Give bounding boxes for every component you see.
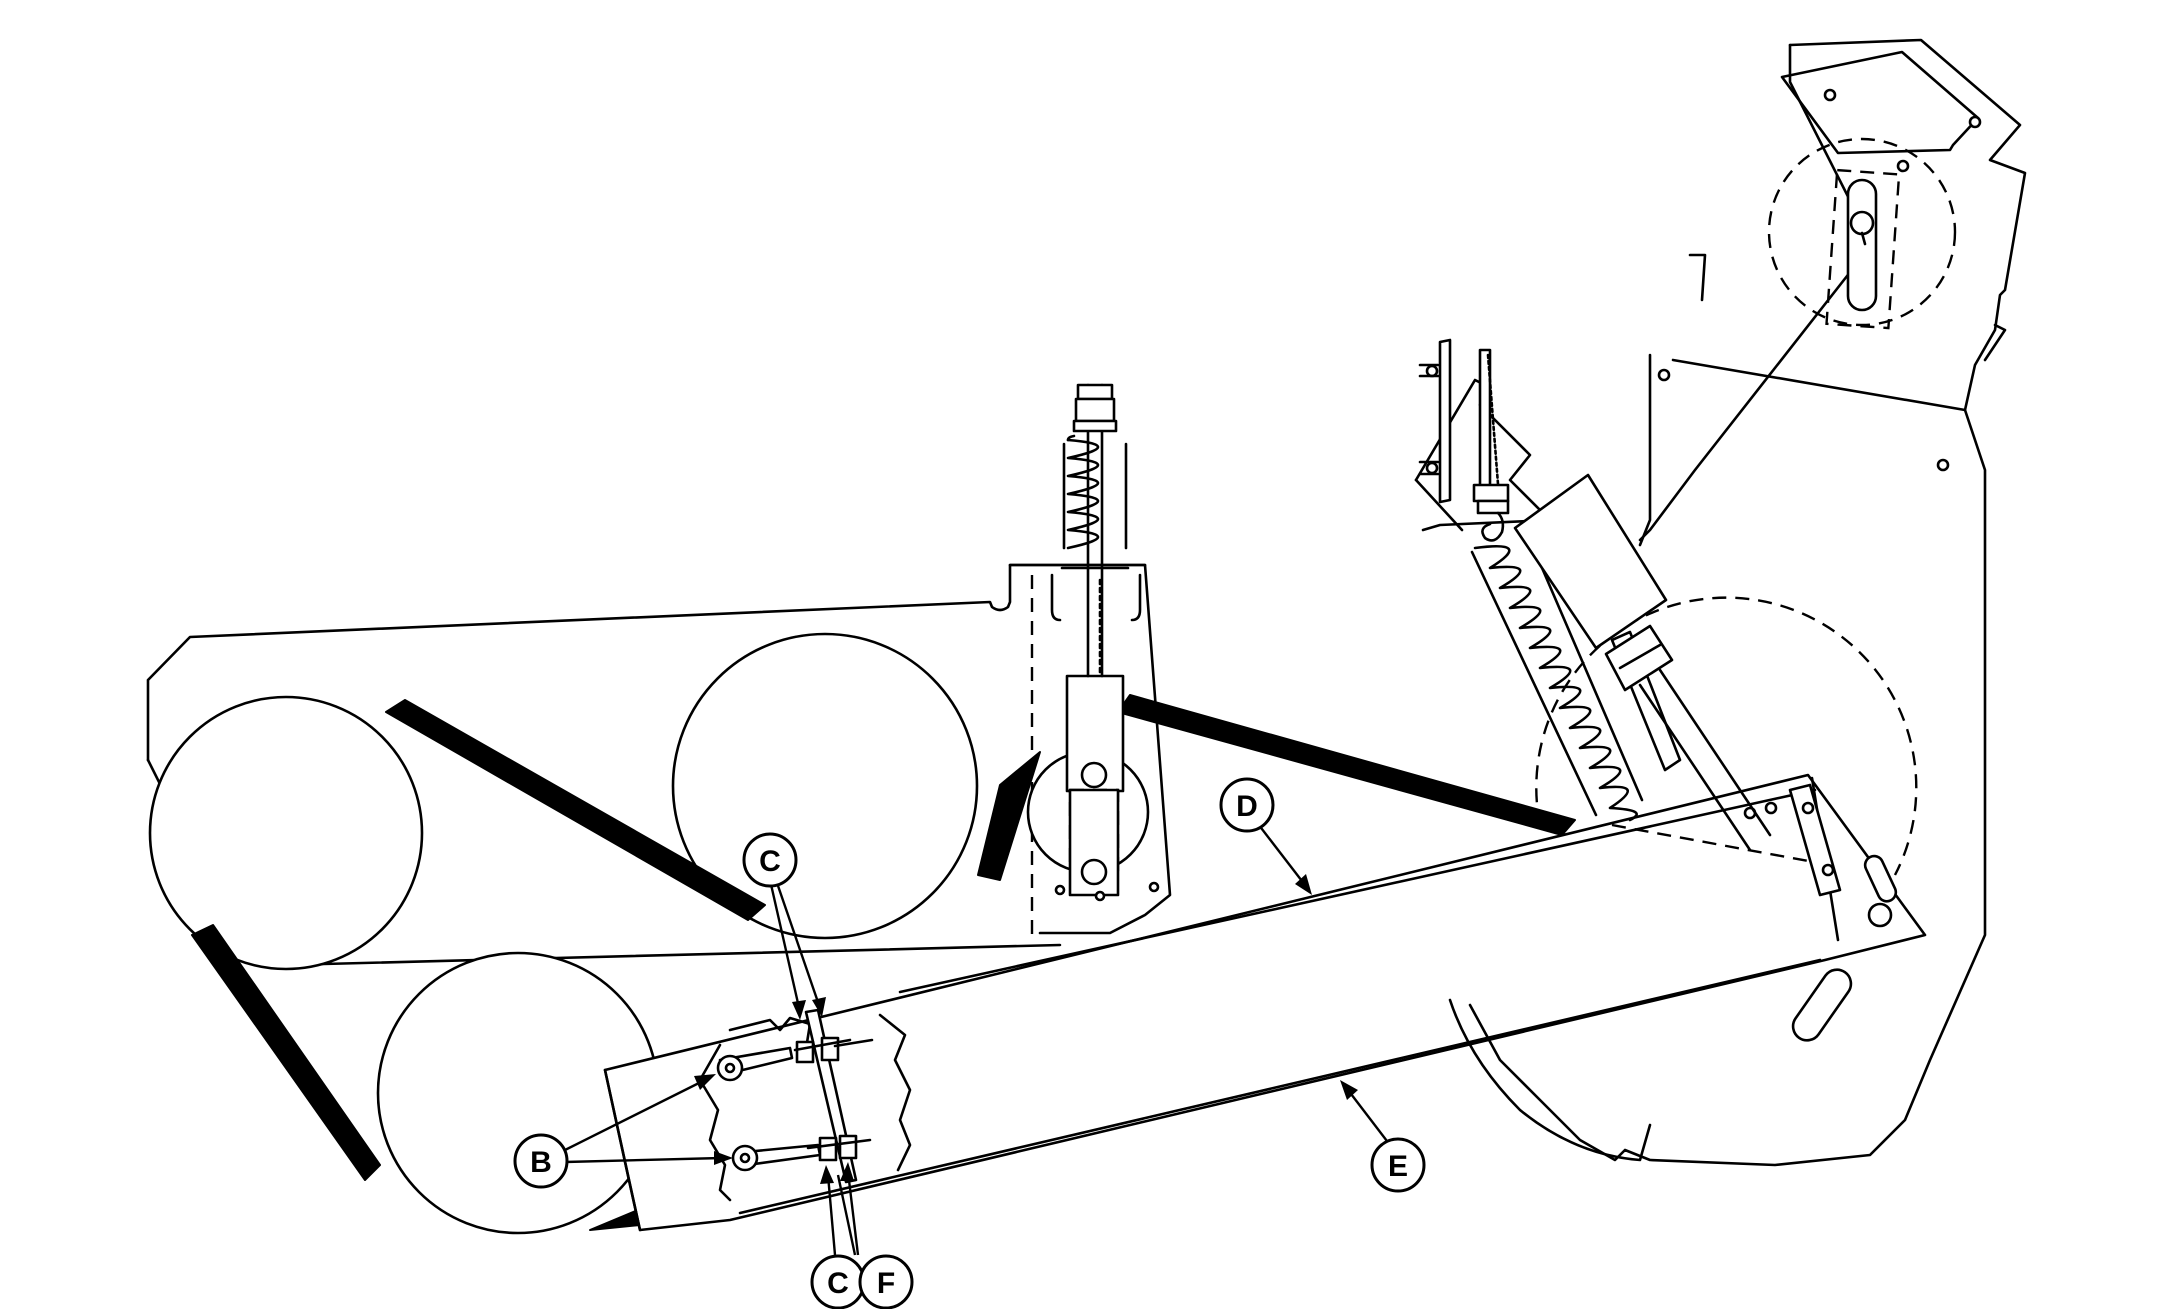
idler-spring-assembly xyxy=(1414,338,1772,852)
callout-label-b: B xyxy=(530,1146,552,1179)
callout-e: E xyxy=(1340,1080,1426,1193)
callout-d: D xyxy=(1219,777,1312,895)
callout-c-top: C xyxy=(742,832,826,1020)
callout-label-d: D xyxy=(1236,790,1258,823)
callout-label-c-bottom: C xyxy=(827,1267,849,1300)
callout-label-e: E xyxy=(1388,1150,1408,1183)
tensioner-assembly xyxy=(1008,383,1172,935)
left-upper-pulley xyxy=(148,695,424,971)
drive-belt xyxy=(191,694,1576,1231)
callout-label-f: F xyxy=(877,1267,895,1300)
chute-housing xyxy=(1448,38,2027,1167)
callout-c-f-bottom: C F xyxy=(810,1162,914,1309)
callout-b: B xyxy=(513,1074,733,1189)
callout-label-c-top: C xyxy=(759,845,781,878)
belt-housing xyxy=(146,563,1147,967)
